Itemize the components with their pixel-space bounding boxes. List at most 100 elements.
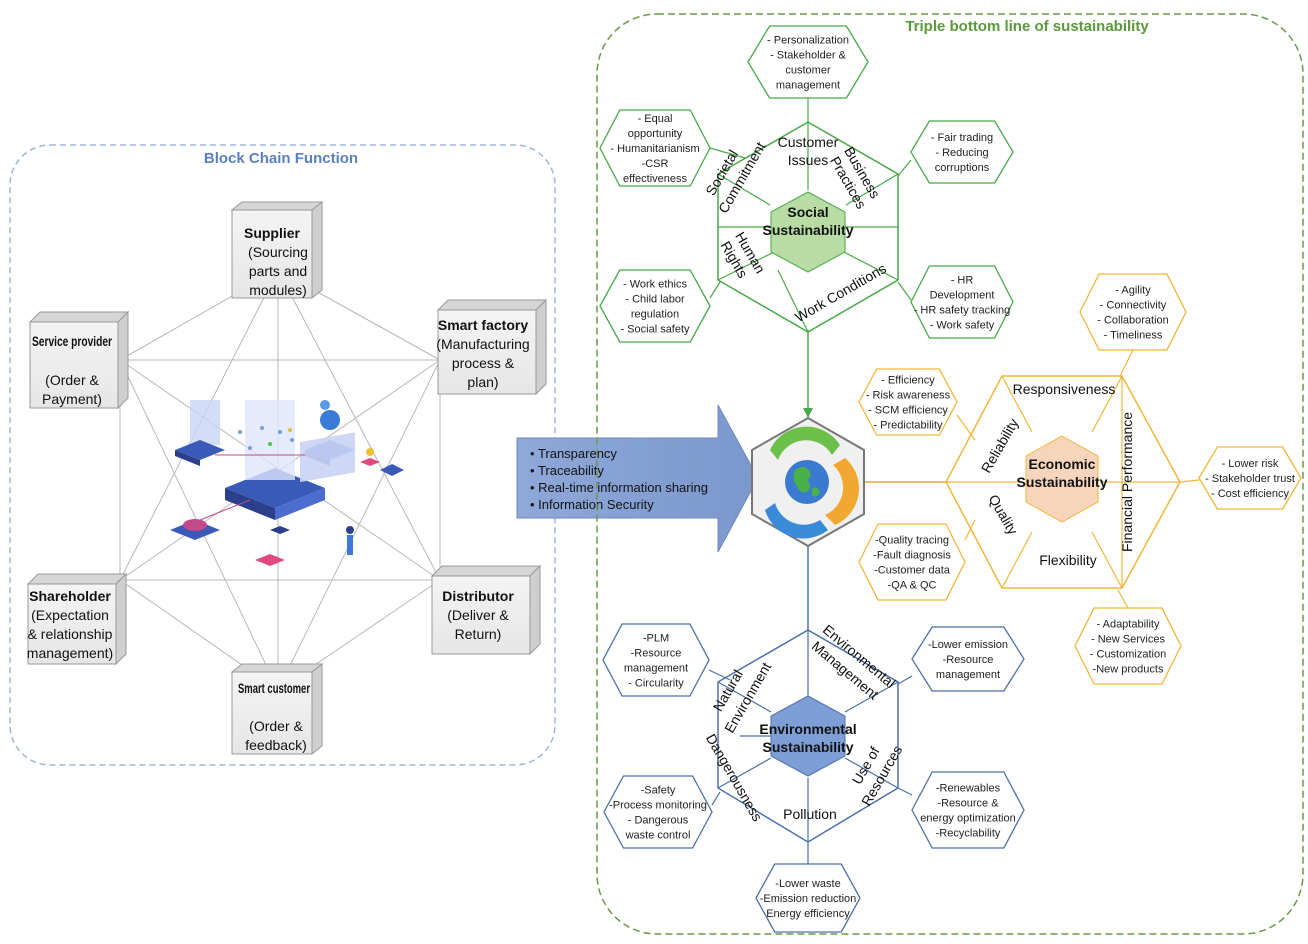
satellite-line: -QA & QC (888, 580, 937, 592)
satellite-hex (910, 265, 1014, 339)
svg-text:management): management) (27, 645, 113, 661)
sustainability-hub (751, 416, 865, 548)
satellite-line: management (624, 663, 688, 675)
satellite-personalization: - Personalization- Stakeholder &customer… (747, 25, 869, 122)
economic-cluster: Economic Sustainability Responsiveness R… (945, 375, 1181, 589)
satellite-line: - Efficiency (881, 375, 935, 387)
distributor-title: Distributor (442, 588, 514, 604)
satellite-line: - Risk awareness (866, 390, 951, 402)
satellite-line: -New products (1093, 664, 1164, 676)
social-center-line1: Social (787, 204, 828, 220)
satellite-line: -Renewables (936, 783, 1001, 795)
satellite-line: -Quality tracing (875, 535, 949, 547)
satellite-renewables: -Renewables-Resource &energy optimizatio… (897, 771, 1025, 849)
satellite-connector (1119, 349, 1134, 377)
svg-text:(Manufacturing: (Manufacturing (436, 336, 529, 352)
satellite-line: - Connectivity (1100, 300, 1167, 312)
satellite-line: - Work ethics (623, 279, 687, 291)
satellite-hex (1079, 273, 1187, 351)
benefit-security: • Information Security (530, 497, 654, 512)
satellite-line: - Lower risk (1222, 458, 1279, 470)
social-seg-customer-1: Customer (778, 134, 839, 150)
economic-center-line2: Sustainability (1016, 474, 1107, 490)
satellite-line: - HR (951, 275, 974, 287)
tbl-panel: Triple bottom line of sustainability (596, 13, 1304, 935)
satellite-line: - SCM efficiency (868, 405, 948, 417)
satellite-adaptability: - Adaptability- New Services- Customizat… (1074, 589, 1182, 685)
economic-seg-flexibility: Flexibility (1039, 552, 1097, 568)
svg-text:plan): plan) (467, 374, 498, 390)
satellite-lower-risk: - Lower risk- Stakeholder trust- Cost ef… (1179, 446, 1302, 510)
economic-seg-financial: Financial Performance (1119, 412, 1135, 552)
svg-text:process &: process & (452, 355, 515, 371)
satellite-connector (1117, 589, 1129, 609)
economic-center-line1: Economic (1029, 456, 1096, 472)
satellite-line: - Collaboration (1097, 315, 1169, 327)
tbl-title: Triple bottom line of sustainability (905, 18, 1149, 35)
satellite-line: -Safety (641, 785, 676, 797)
satellite-line: - Personalization (767, 35, 849, 47)
smart-customer-node: Smart customer (Order & feedback) (230, 662, 324, 756)
blockchain-title: Block Chain Function (204, 150, 358, 167)
svg-text:(Sourcing: (Sourcing (248, 244, 308, 260)
satellite-line: -Emission reduction (760, 893, 857, 905)
satellite-connector (709, 147, 746, 159)
satellite-connector (1179, 479, 1200, 483)
satellite-line: energy optimization (920, 813, 1015, 825)
satellite-line: - Cost efficiency (1211, 488, 1290, 500)
satellite-hex (602, 623, 710, 697)
satellite-line: corruptions (935, 162, 990, 174)
satellite-line: waste control (625, 830, 691, 842)
distributor-node: Distributor (Deliver & Return) (430, 564, 542, 656)
satellite-hex (599, 269, 711, 343)
satellite-line: - Stakeholder & (770, 50, 846, 62)
service-provider-node: Service provider (Order & Payment) (28, 310, 130, 410)
environmental-cluster: Environmental Sustainability Natural Env… (703, 621, 905, 843)
satellite-line: - Predictability (873, 420, 943, 432)
social-cluster: Social Sustainability Customer Issues Bu… (702, 121, 899, 333)
economic-seg-quality: Quality (986, 492, 1022, 538)
svg-text:(Order &: (Order & (249, 718, 303, 734)
satellite-hexes: - Personalization- Stakeholder &customer… (599, 25, 1302, 933)
satellite-line: effectiveness (623, 173, 688, 185)
satellite-connector (956, 414, 976, 441)
satellite-hex (599, 109, 711, 187)
satellite-hex (1198, 446, 1302, 510)
satellite-safety: -Safety-Process monitoring- Dangerouswas… (603, 775, 721, 849)
satellite-hex (910, 120, 1014, 184)
satellite-hex (911, 626, 1025, 692)
satellite-connector (709, 281, 721, 299)
satellite-line: -CSR (642, 158, 669, 170)
satellite-line: - Equal (638, 113, 673, 125)
satellite-line: -Lower emission (928, 639, 1008, 651)
smart-factory-title: Smart factory (438, 317, 528, 333)
svg-text:parts and: parts and (249, 263, 307, 279)
satellite-hex (603, 775, 713, 849)
benefit-traceability: • Traceability (530, 463, 604, 478)
benefits-arrow: • Transparency • Traceability • Real-tim… (516, 404, 759, 553)
satellite-line: - Customization (1090, 649, 1166, 661)
satellite-line: - HR safety tracking (914, 305, 1011, 317)
satellite-hex (911, 771, 1025, 849)
satellite-line: -PLM (643, 633, 669, 645)
satellite-line: opportunity (628, 128, 683, 140)
env-center-line2: Sustainability (762, 739, 853, 755)
satellite-hex (755, 863, 861, 933)
satellite-quality-tracing: -Quality tracing-Fault diagnosis-Custome… (858, 519, 976, 601)
satellite-line: - Adaptability (1097, 619, 1160, 631)
satellite-line: - Work safety (930, 320, 995, 332)
economic-seg-reliability: Reliability (978, 416, 1022, 476)
satellite-line: -Resource (631, 648, 682, 660)
satellite-connector (897, 787, 913, 796)
blockchain-panel: Block Chain Function (9, 144, 556, 766)
svg-text:(Expectation: (Expectation (31, 607, 109, 623)
smart-factory-node: Smart factory (Manufacturing process & p… (436, 298, 548, 396)
satellite-agility: - Agility- Connectivity- Collaboration- … (1079, 273, 1187, 377)
satellite-line: -Fault diagnosis (873, 550, 951, 562)
